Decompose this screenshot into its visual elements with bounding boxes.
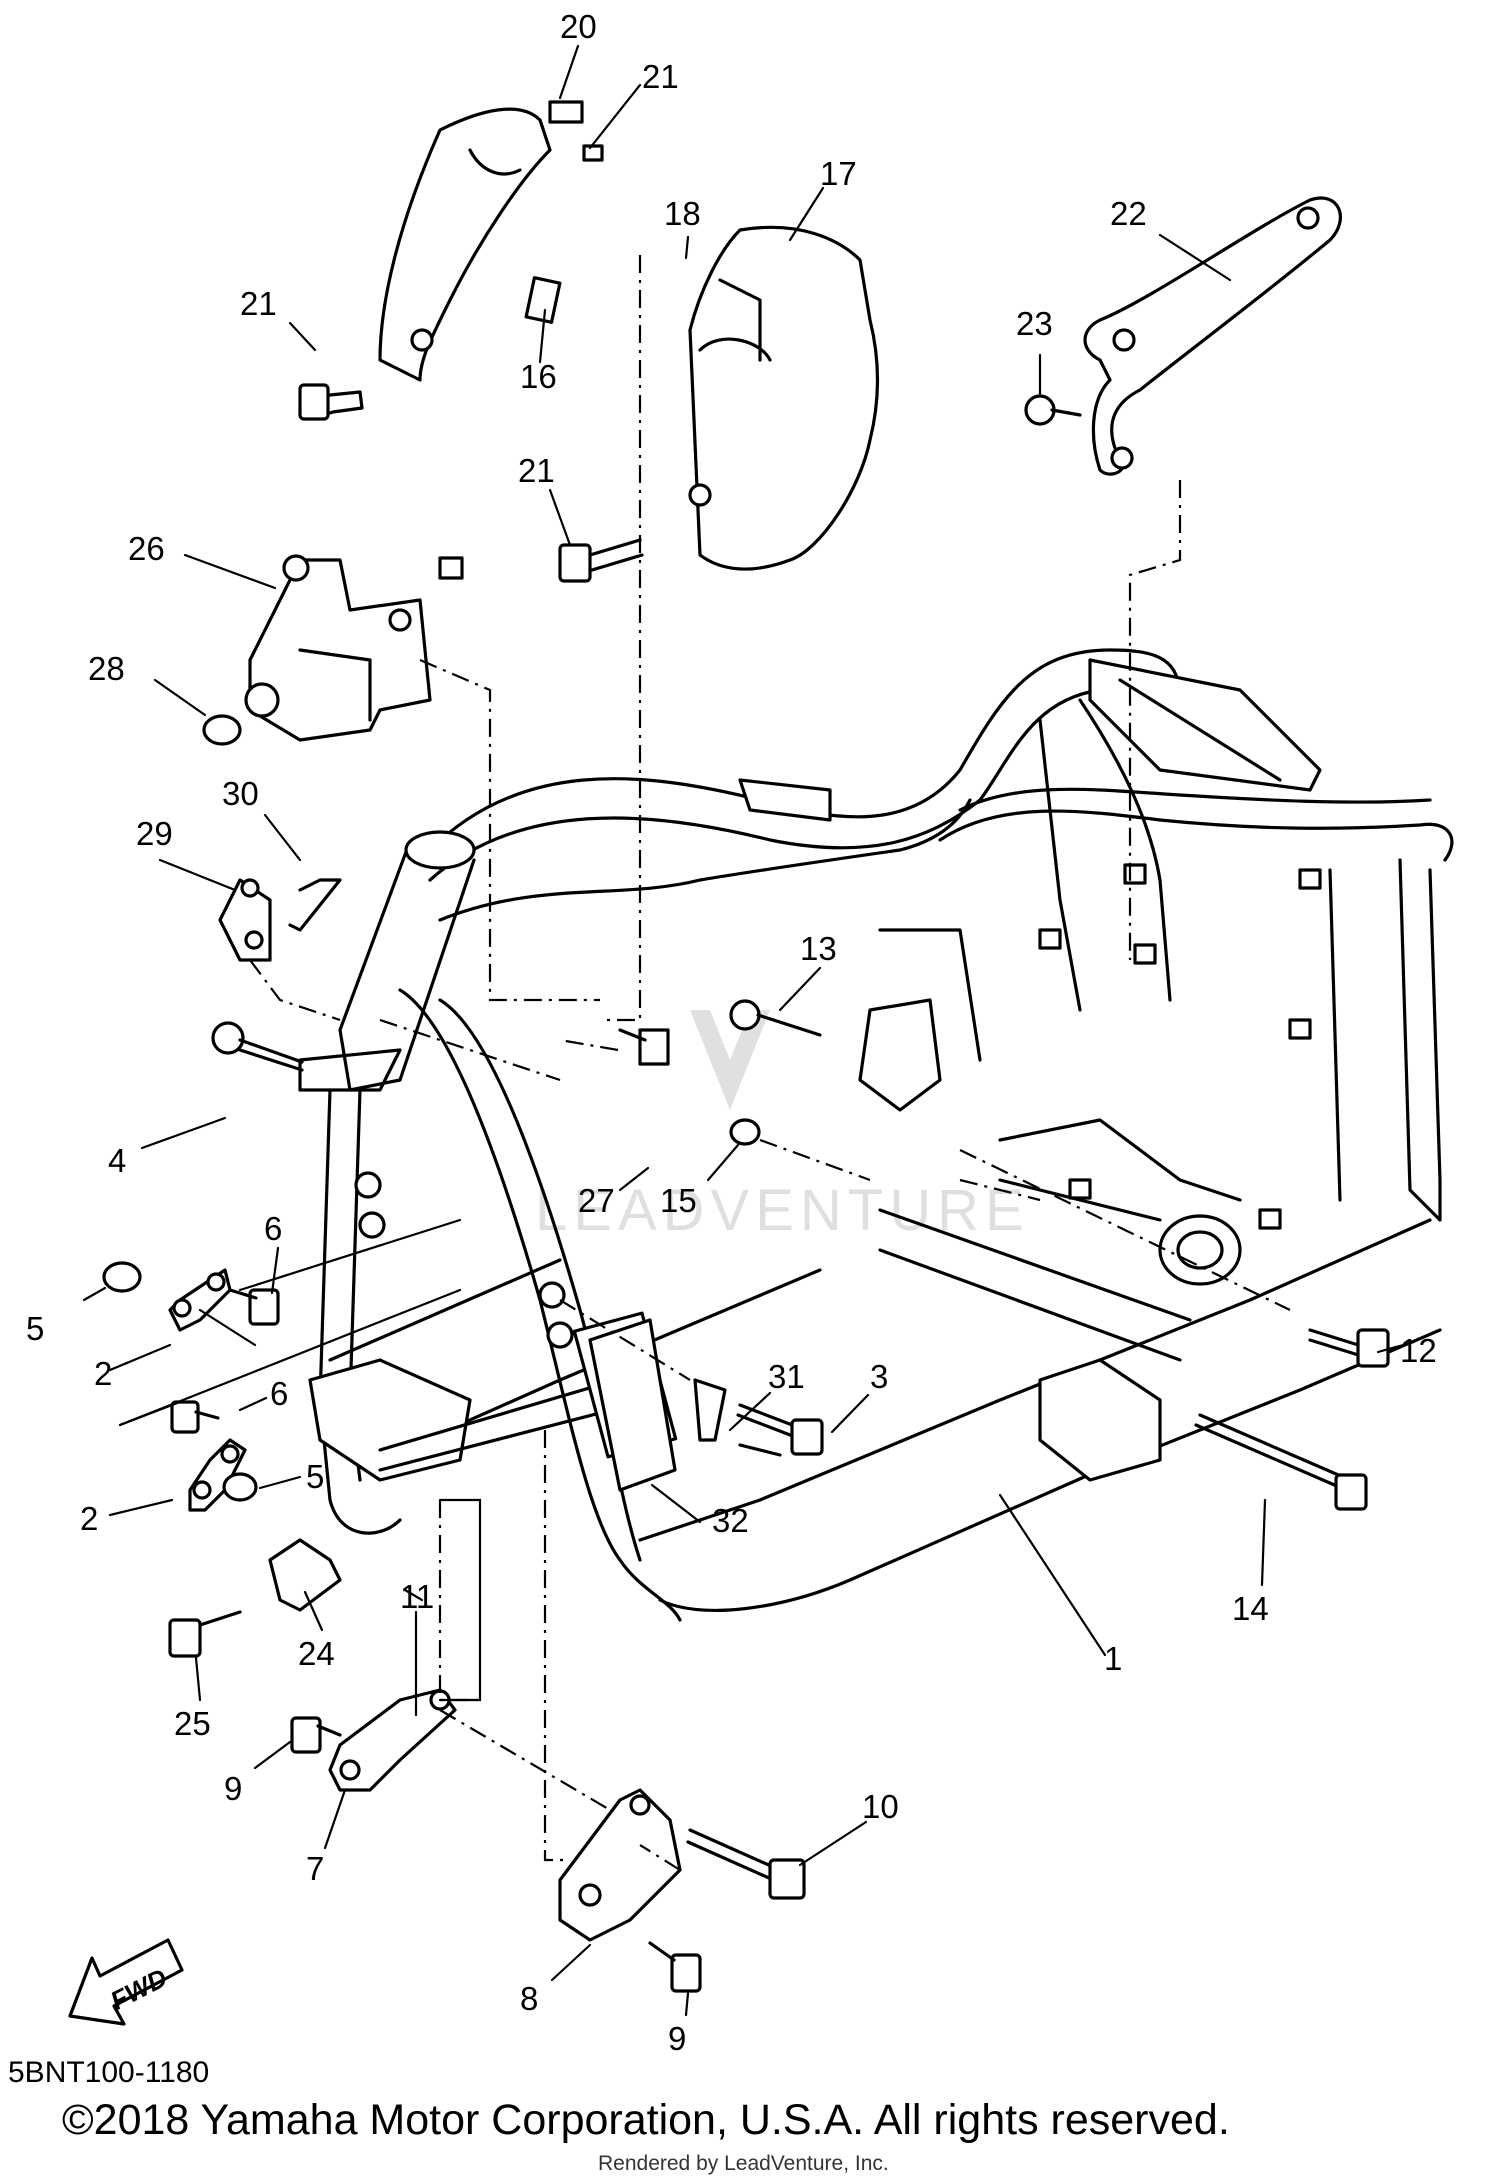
callout-5-lower: 5 (306, 1458, 324, 1495)
callout-6-lower: 6 (270, 1375, 288, 1412)
callout-12: 12 (1400, 1332, 1437, 1369)
side-cover (378, 100, 604, 382)
callout-26: 26 (128, 530, 165, 567)
rendered-by: Rendered by LeadVenture, Inc. (598, 2152, 889, 2175)
callout-21-upper: 21 (240, 285, 277, 322)
callout-32: 32 (712, 1502, 749, 1539)
callout-31: 31 (768, 1358, 805, 1395)
callout-28: 28 (88, 650, 125, 687)
callout-13: 13 (800, 930, 837, 967)
callout-9-upper: 9 (224, 1770, 242, 1807)
main-frame (298, 648, 1454, 1622)
fwd-arrow-icon: FWD (68, 1938, 184, 2026)
leader-lines (82, 44, 1416, 2017)
callout-2-upper: 2 (94, 1355, 112, 1392)
callout-24: 24 (298, 1635, 335, 1672)
callout-22: 22 (1110, 195, 1147, 232)
callout-29: 29 (136, 815, 173, 852)
diagram-code: 5BNT100-1180 (8, 2056, 210, 2089)
callout-19: 20 (560, 8, 597, 45)
callout-30: 30 (222, 775, 259, 812)
callout-15: 15 (660, 1182, 697, 1219)
callout-17: 17 (820, 155, 857, 192)
bracket-29 (218, 878, 342, 962)
callout-16: 16 (520, 358, 557, 395)
callout-5-upper: 5 (26, 1310, 44, 1347)
battery-box (202, 554, 464, 746)
copyright-notice: ©2018 Yamaha Motor Corporation, U.S.A. A… (62, 2096, 1230, 2144)
callout-18: 18 (664, 195, 701, 232)
callout-14: 14 (1232, 1590, 1269, 1627)
group-brackets (118, 1218, 482, 1702)
rear-bracket (1083, 196, 1342, 476)
callout-1: 1 (1104, 1640, 1122, 1677)
callout-25: 25 (174, 1705, 211, 1742)
battery-cover (688, 225, 880, 571)
callout-20: 21 (642, 58, 679, 95)
callout-11: 11 (400, 1578, 434, 1615)
callout-3: 3 (870, 1358, 888, 1395)
callout-2-lower: 2 (80, 1500, 98, 1537)
callout-9-lower: 9 (668, 2020, 686, 2057)
callout-8: 8 (520, 1980, 538, 2017)
callout-27: 27 (578, 1182, 615, 1219)
callout-6-upper: 6 (264, 1210, 282, 1247)
callout-23: 23 (1016, 305, 1053, 342)
callout-21-middle: 21 (518, 452, 555, 489)
callout-7: 7 (306, 1850, 324, 1887)
callout-10: 10 (862, 1788, 899, 1825)
reference-lines (249, 255, 1291, 1871)
callout-4: 4 (108, 1142, 126, 1179)
callouts: 20 21 17 18 22 23 21 16 21 26 28 30 29 1… (26, 8, 1437, 2057)
